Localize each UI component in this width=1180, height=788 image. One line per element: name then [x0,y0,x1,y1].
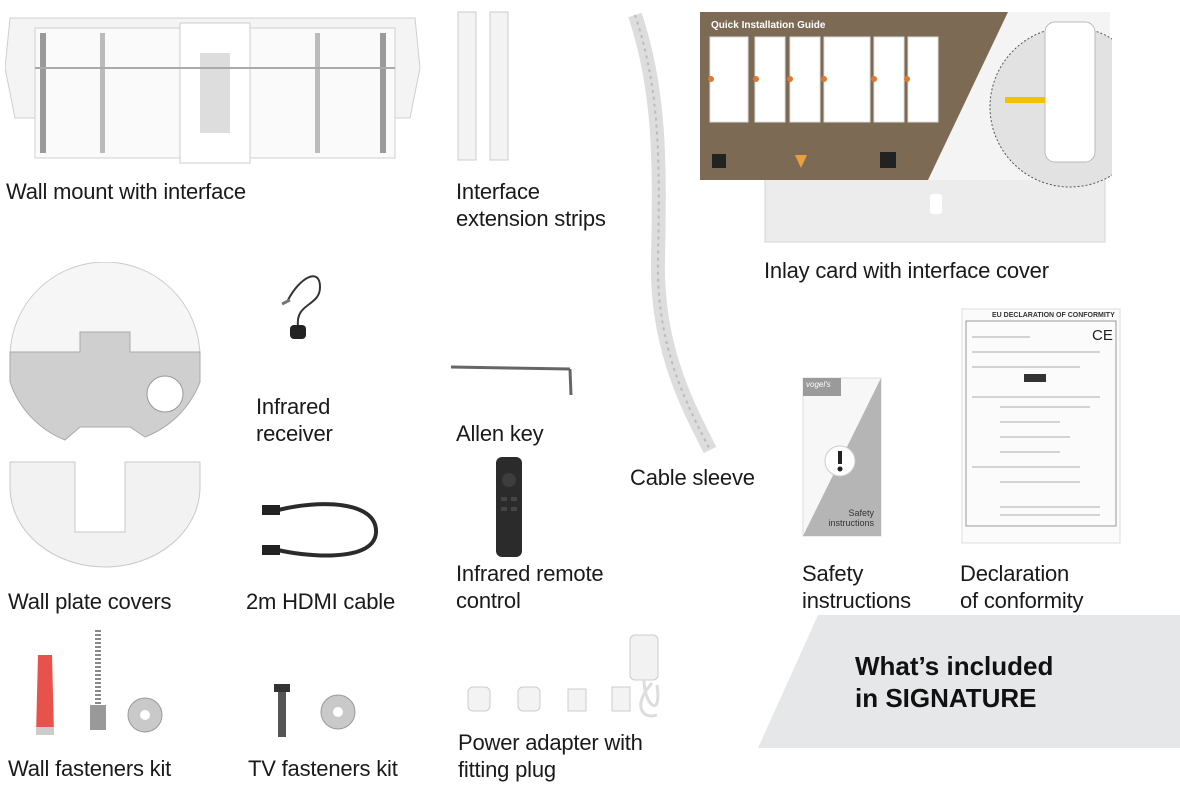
remote-illustration [496,457,522,557]
power-adapter-illustration [467,634,660,718]
cable-sleeve-illustration [628,12,717,454]
wall-plate-covers-illustration [9,262,201,568]
safety-booklet-title: Safety instructions [828,508,874,528]
extension-strips-illustration [457,11,509,161]
inlay-card-illustration [700,12,1112,243]
wall-fasteners-illustration [36,630,163,735]
label-allen-key: Allen key [456,421,544,446]
label-wall-plate-covers: Wall plate covers [8,589,172,614]
label-wall-mount: Wall mount with interface [6,179,246,204]
label-hdmi: 2m HDMI cable [246,589,395,614]
label-wall-fasteners: Wall fasteners kit [8,756,172,781]
hdmi-cable-illustration [262,502,379,558]
allen-key-illustration [450,365,573,396]
brand-logo: vogel's [806,380,831,389]
declaration-title: EU DECLARATION OF CONFORMITY [992,312,1115,319]
ir-receiver-illustration [281,275,322,339]
guide-title: Quick Installation Guide [711,20,826,31]
tv-fasteners-illustration [274,684,356,737]
declaration-document-illustration [961,308,1121,544]
label-tv-fasteners: TV fasteners kit [248,756,398,781]
label-inlay-card: Inlay card with interface cover [764,258,1049,283]
safety-booklet-illustration [802,377,882,537]
label-cable-sleeve: Cable sleeve [630,465,755,490]
banner-background [758,615,1180,748]
wall-mount-illustration [5,17,421,164]
ce-mark: CE [1092,327,1113,344]
